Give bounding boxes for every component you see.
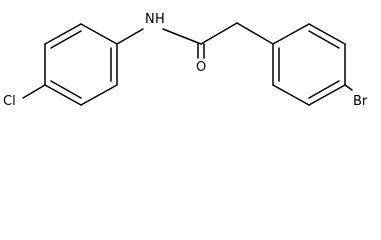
- ring-bond: [80, 84, 118, 106]
- oxygen-label: O: [196, 60, 206, 75]
- ring-nitrogen-bond: [116, 28, 144, 45]
- ring-bond: [272, 23, 310, 45]
- bromine-label: Br: [353, 94, 368, 109]
- ring-bond: [272, 84, 310, 106]
- ring-bond: [44, 23, 82, 45]
- chlorine-label: Cl: [3, 94, 16, 109]
- ring-bond: [80, 23, 118, 45]
- ring-bond: [308, 84, 346, 106]
- hydrogen-label: H: [155, 12, 165, 27]
- ring-bond: [44, 84, 82, 106]
- carbon-chlorine-bond: [22, 84, 46, 99]
- ring-inner-double-bond: [308, 80, 340, 99]
- bromophenyl-ring: [272, 23, 346, 106]
- ring-inner-double-bond: [50, 30, 82, 49]
- ring-bond: [308, 23, 346, 45]
- nitrogen-label: N: [145, 12, 155, 27]
- methylene-ring-bond: [236, 22, 274, 45]
- ring-inner-double-bond: [50, 80, 82, 99]
- carbonyl-methylene-bond: [200, 22, 238, 45]
- nitrogen-carbonyl-bond: [162, 28, 202, 45]
- chlorophenyl-ring: [44, 23, 118, 106]
- structural-formula: Cl N H O Br: [3, 12, 368, 109]
- carbon-bromine-bond: [344, 84, 353, 91]
- ring-inner-double-bond: [308, 30, 340, 49]
